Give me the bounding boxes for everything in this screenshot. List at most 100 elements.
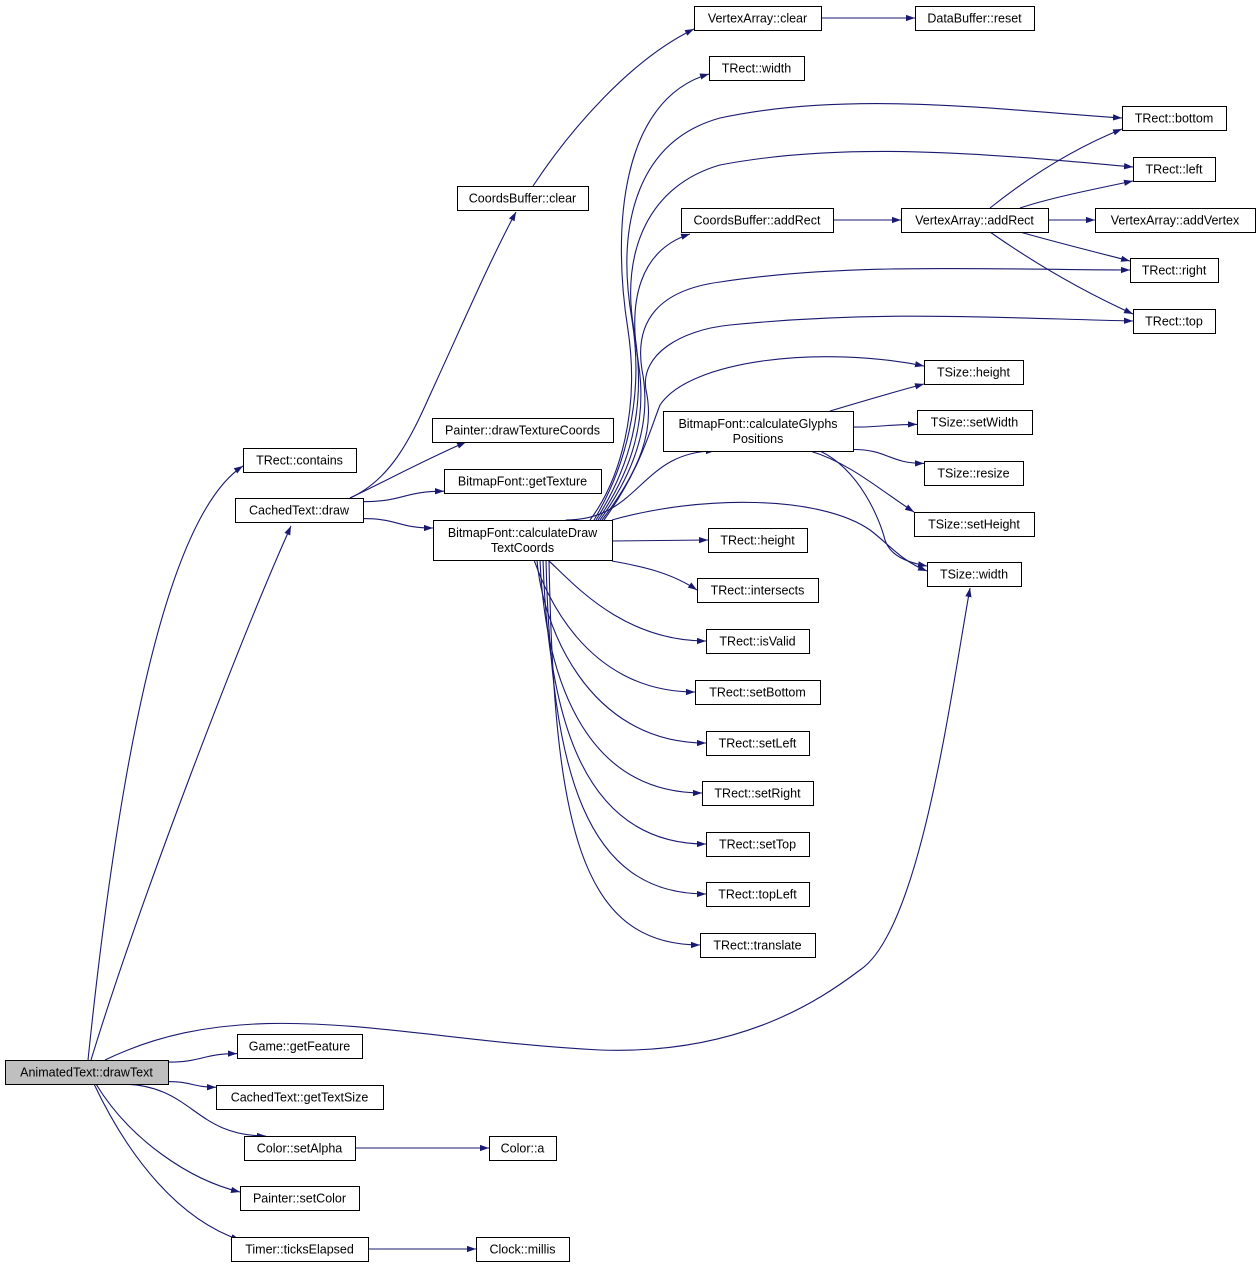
- node-tsize-setwidth[interactable]: TSize::setWidth: [917, 410, 1033, 435]
- node-label: TRect::setRight: [714, 787, 801, 801]
- edge-line: [595, 150, 1134, 521]
- node-coordsbuffer-clear[interactable]: CoordsBuffer::clear: [457, 186, 589, 211]
- node-box: [706, 882, 810, 907]
- node-trect-isvalid[interactable]: TRect::isValid: [706, 629, 810, 654]
- node-trect-topleft[interactable]: TRect::topLeft: [706, 882, 810, 907]
- node-painter-drawtexturecoords[interactable]: Painter::drawTextureCoords: [432, 418, 614, 443]
- node-box: [235, 498, 364, 523]
- edge-line: [593, 103, 1123, 521]
- edge-line: [852, 448, 925, 467]
- node-label: VertexArray::addRect: [915, 214, 1034, 228]
- node-bitmapfont-gettexture[interactable]: BitmapFont::getTexture: [444, 469, 602, 494]
- node-label: CoordsBuffer::clear: [469, 192, 576, 206]
- edge-line: [1019, 231, 1131, 262]
- edge-line: [545, 559, 707, 898]
- node-label: TRect::setLeft: [719, 737, 797, 751]
- node-cachedtext-gettextsize[interactable]: CachedText::getTextSize: [216, 1085, 384, 1110]
- node-label: TRect::height: [720, 534, 795, 548]
- node-trect-settop[interactable]: TRect::setTop: [706, 832, 810, 857]
- node-trect-setright[interactable]: TRect::setRight: [702, 781, 814, 806]
- node-label: Painter::setColor: [253, 1192, 346, 1206]
- node-label: CachedText::draw: [249, 504, 350, 518]
- node-trect-left[interactable]: TRect::left: [1133, 157, 1216, 182]
- edge-vertexarray_addrect-to-trect_bottom: [989, 128, 1123, 209]
- edge-bitmapfont_calcdrawtextcoords-to-trect_bottom: [593, 103, 1123, 521]
- node-label: TRect::setTop: [719, 838, 796, 852]
- node-label: AnimatedText::drawText: [20, 1066, 153, 1080]
- node-box: [433, 520, 613, 561]
- edge-bitmapfont_calcglyphspositions-to-tsize_setwidth: [852, 421, 918, 428]
- node-box: [927, 562, 1022, 587]
- edge-bitmapfont_calcglyphspositions-to-tsize_resize: [852, 448, 925, 467]
- edge-line: [989, 128, 1123, 209]
- edge-line: [542, 559, 707, 848]
- node-clock-millis[interactable]: Clock::millis: [476, 1237, 570, 1262]
- edge-bitmapfont_calcdrawtextcoords-to-trect_left: [595, 150, 1134, 521]
- node-label: TRect::width: [722, 62, 792, 76]
- edge-animated_draw_text-to-timer_tickselapsed: [93, 1083, 241, 1241]
- node-trect-contains[interactable]: TRect::contains: [243, 448, 357, 473]
- edge-line: [829, 383, 925, 412]
- node-box: [709, 56, 805, 81]
- node-game-getfeature[interactable]: Game::getFeature: [237, 1034, 363, 1059]
- node-label: TSize::height: [937, 366, 1010, 380]
- edge-bitmapfont_calcdrawtextcoords-to-trect_top: [601, 315, 1134, 521]
- node-tsize-width[interactable]: TSize::width: [927, 562, 1022, 587]
- node-animated-draw-text[interactable]: AnimatedText::drawText: [5, 1060, 169, 1085]
- edge-animated_draw_text-to-tsize_width: [104, 587, 972, 1061]
- node-box: [706, 731, 810, 756]
- edge-vertexarray_addrect-to-trect_right: [1019, 231, 1131, 262]
- node-vertexarray-addrect[interactable]: VertexArray::addRect: [901, 208, 1049, 233]
- edge-vertexarray_addrect-to-trect_left: [1019, 179, 1134, 209]
- node-box: [924, 360, 1024, 385]
- node-trect-width[interactable]: TRect::width: [709, 56, 805, 81]
- node-trect-translate[interactable]: TRect::translate: [700, 933, 816, 958]
- node-vertexarray-addvertex[interactable]: VertexArray::addVertex: [1095, 208, 1256, 233]
- node-trect-right[interactable]: TRect::right: [1130, 258, 1219, 283]
- edge-line: [809, 450, 915, 513]
- edge-line: [597, 233, 691, 521]
- edge-vertexarray_addrect-to-trect_top: [989, 231, 1134, 315]
- node-coordsbuffer-addrect[interactable]: CoordsBuffer::addRect: [681, 208, 834, 233]
- node-trect-setleft[interactable]: TRect::setLeft: [706, 731, 810, 756]
- node-cachedtext-draw[interactable]: CachedText::draw: [235, 498, 364, 523]
- edge-line: [90, 525, 292, 1061]
- node-label: TSize::resize: [937, 467, 1009, 481]
- node-tsize-height[interactable]: TSize::height: [924, 360, 1024, 385]
- edge-line: [611, 560, 698, 591]
- node-vertexarray-clear[interactable]: VertexArray::clear: [694, 6, 822, 31]
- node-box: [5, 1060, 169, 1085]
- edges-layer: [87, 14, 1134, 1253]
- edge-animated_draw_text-to-painter_setcolor: [95, 1083, 241, 1193]
- edge-line: [565, 447, 715, 521]
- edge-line: [1019, 179, 1134, 209]
- node-box: [216, 1085, 384, 1110]
- node-trect-height[interactable]: TRect::height: [708, 528, 808, 553]
- edge-cachedtext_draw-to-bitmapfont_gettexture: [362, 488, 445, 503]
- node-box: [1133, 309, 1216, 334]
- node-color-a[interactable]: Color::a: [489, 1136, 557, 1161]
- node-trect-bottom[interactable]: TRect::bottom: [1122, 106, 1227, 131]
- node-trect-setbottom[interactable]: TRect::setBottom: [695, 680, 821, 705]
- edge-animated_draw_text-to-cachedtext_draw: [90, 525, 292, 1061]
- node-label: BitmapFont::getTexture: [458, 475, 587, 489]
- node-painter-setcolor[interactable]: Painter::setColor: [240, 1186, 360, 1211]
- node-databuffer-reset[interactable]: DataBuffer::reset: [915, 6, 1035, 31]
- node-color-setalpha[interactable]: Color::setAlpha: [244, 1136, 356, 1161]
- node-tsize-resize[interactable]: TSize::resize: [924, 461, 1024, 486]
- node-label: TRect::translate: [713, 939, 801, 953]
- node-box: [901, 208, 1049, 233]
- edge-bitmapfont_calcdrawtextcoords-to-tsize_height: [603, 356, 925, 521]
- edge-line: [362, 488, 445, 503]
- node-trect-top[interactable]: TRect::top: [1133, 309, 1216, 334]
- node-trect-intersects[interactable]: TRect::intersects: [697, 578, 819, 603]
- node-label: DataBuffer::reset: [927, 12, 1022, 26]
- node-timer-tickselapsed[interactable]: Timer::ticksElapsed: [231, 1237, 369, 1262]
- node-label: Positions: [733, 432, 784, 446]
- node-box: [702, 781, 814, 806]
- edge-line: [349, 441, 467, 499]
- node-tsize-setheight[interactable]: TSize::setHeight: [914, 512, 1035, 537]
- node-label: VertexArray::clear: [708, 12, 807, 26]
